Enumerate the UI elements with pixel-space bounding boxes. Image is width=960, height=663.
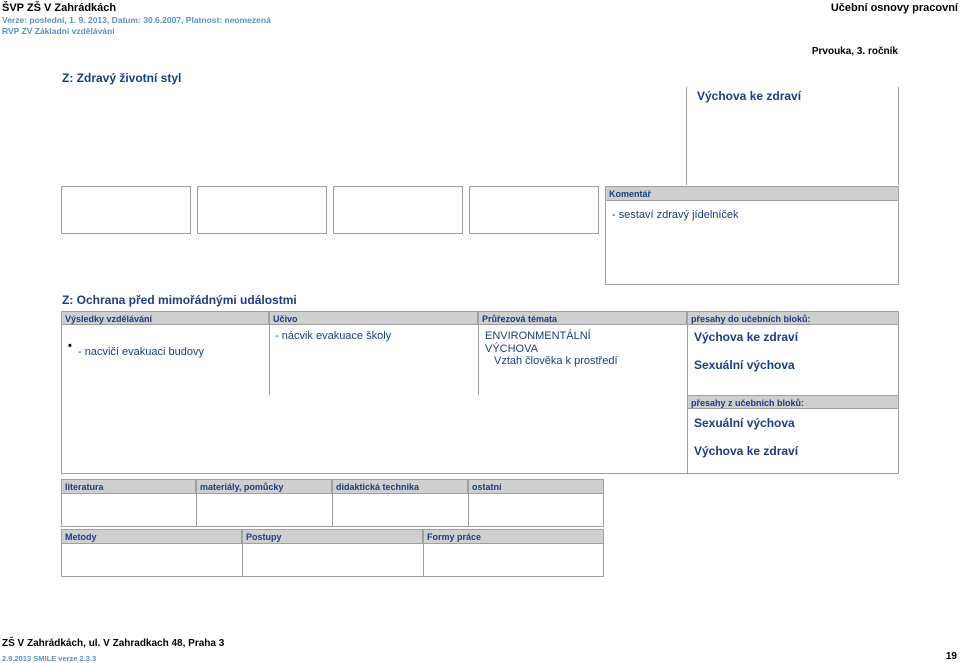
column-divider — [242, 544, 243, 577]
header-content: Učivo — [269, 311, 478, 325]
subject-grade: Prvouka, 3. ročník — [811, 46, 898, 57]
header-materials: materiály, pomůcky — [196, 479, 332, 494]
empty-cell — [61, 186, 191, 234]
comment-box — [605, 186, 899, 285]
from-block-link-sexual[interactable]: Sexuální výchova — [694, 416, 795, 430]
header-from-blocks: přesahy z učebních bloků: — [687, 395, 899, 409]
header-literature: literatura — [61, 479, 196, 494]
rvp-info: RVP ZV Základní vzdělávání — [2, 26, 115, 36]
page-number: 19 — [945, 651, 957, 662]
to-block-link-health[interactable]: Výchova ke zdraví — [694, 330, 799, 344]
section-title-emergency: Z: Ochrana před mimořádnými událostmi — [62, 293, 297, 307]
document-title: ŠVP ZŠ V Zahrádkách — [2, 2, 117, 14]
to-block-link-sexual[interactable]: Sexuální výchova — [694, 358, 795, 372]
divider-right — [898, 87, 899, 185]
empty-cell — [197, 186, 327, 234]
column-divider — [423, 544, 424, 577]
version-info: Verze: poslední, 1. 9. 2013, Datum: 30.6… — [2, 15, 271, 25]
footer-version: 2.9.2013 SMILE verze 2.3.3 — [2, 654, 97, 663]
column-divider — [478, 325, 479, 395]
empty-cell — [469, 186, 599, 234]
comment-text: - sestaví zdravý jídelníček — [612, 209, 739, 221]
curriculum-table — [61, 311, 899, 474]
outcome-text: - nacvičí evakuaci budovy — [78, 346, 204, 358]
header-outcomes: Výsledky vzdělávání — [61, 311, 269, 325]
theme-name[interactable]: ENVIRONMENTÁLNÍ VÝCHOVA — [485, 330, 591, 355]
divider-left — [686, 87, 687, 185]
column-divider — [269, 325, 270, 395]
content-text: - nácvik evakuace školy — [275, 330, 392, 342]
column-divider — [468, 494, 469, 527]
section-title-healthy-lifestyle: Z: Zdravý životní styl — [62, 71, 182, 85]
comment-header: Komentář — [605, 186, 899, 201]
footer-school: ZŠ V Zahrádkách, ul. V Zahradkach 48, Pr… — [2, 638, 225, 649]
header-to-blocks: přesahy do učebních bloků: — [687, 311, 899, 325]
header-themes: Průřezová témata — [478, 311, 687, 325]
from-block-link-health[interactable]: Výchova ke zdraví — [694, 444, 799, 458]
header-didactic-technology: didaktická technika — [332, 479, 468, 494]
column-divider — [196, 494, 197, 527]
bullet-icon: • — [68, 340, 72, 352]
column-divider — [332, 494, 333, 527]
document-type: Učební osnovy pracovní — [830, 2, 958, 14]
header-methods: Metody — [61, 529, 242, 544]
header-work-forms: Formy práce — [423, 529, 604, 544]
subject-link[interactable]: Výchova ke zdraví — [697, 89, 802, 103]
header-procedures: Postupy — [242, 529, 423, 544]
empty-cell — [333, 186, 463, 234]
header-other: ostatní — [468, 479, 604, 494]
theme-sub: Vztah člověka k prostředí — [494, 355, 618, 367]
